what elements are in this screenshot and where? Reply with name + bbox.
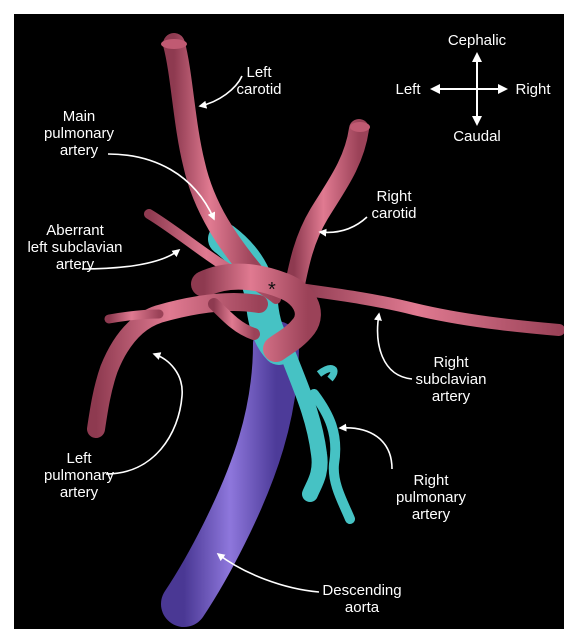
branch-marker: *: [268, 279, 276, 301]
vessel-illustration: *: [14, 14, 564, 629]
right-carotid-vessel: [294, 129, 359, 289]
right-pulmonary-arrow: [340, 428, 392, 469]
compass-caudal: Caudal: [432, 128, 522, 145]
label-left-pulmonary-artery: Left pulmonary artery: [36, 450, 122, 501]
right-subclavian-vessel: [299, 289, 559, 330]
compass-left: Left: [386, 81, 430, 98]
compass-cephalic: Cephalic: [432, 32, 522, 49]
angiography-3d-render: * Cephalic Caudal Left Right Left caroti…: [14, 14, 564, 629]
label-left-carotid: Left carotid: [224, 64, 294, 98]
descending-aorta-vessel: [184, 344, 276, 604]
label-main-pulmonary-artery: Main pulmonary artery: [36, 108, 122, 159]
compass-right: Right: [508, 81, 558, 98]
label-right-pulmonary-artery: Right pulmonary artery: [386, 472, 476, 523]
label-right-subclavian-artery: Right subclavian artery: [406, 354, 496, 405]
orientation-compass: [432, 54, 506, 124]
label-descending-aorta: Descending aorta: [312, 582, 412, 616]
label-aberrant-left-subclavian-artery: Aberrant left subclavian artery: [20, 222, 130, 273]
label-right-carotid: Right carotid: [359, 188, 429, 222]
